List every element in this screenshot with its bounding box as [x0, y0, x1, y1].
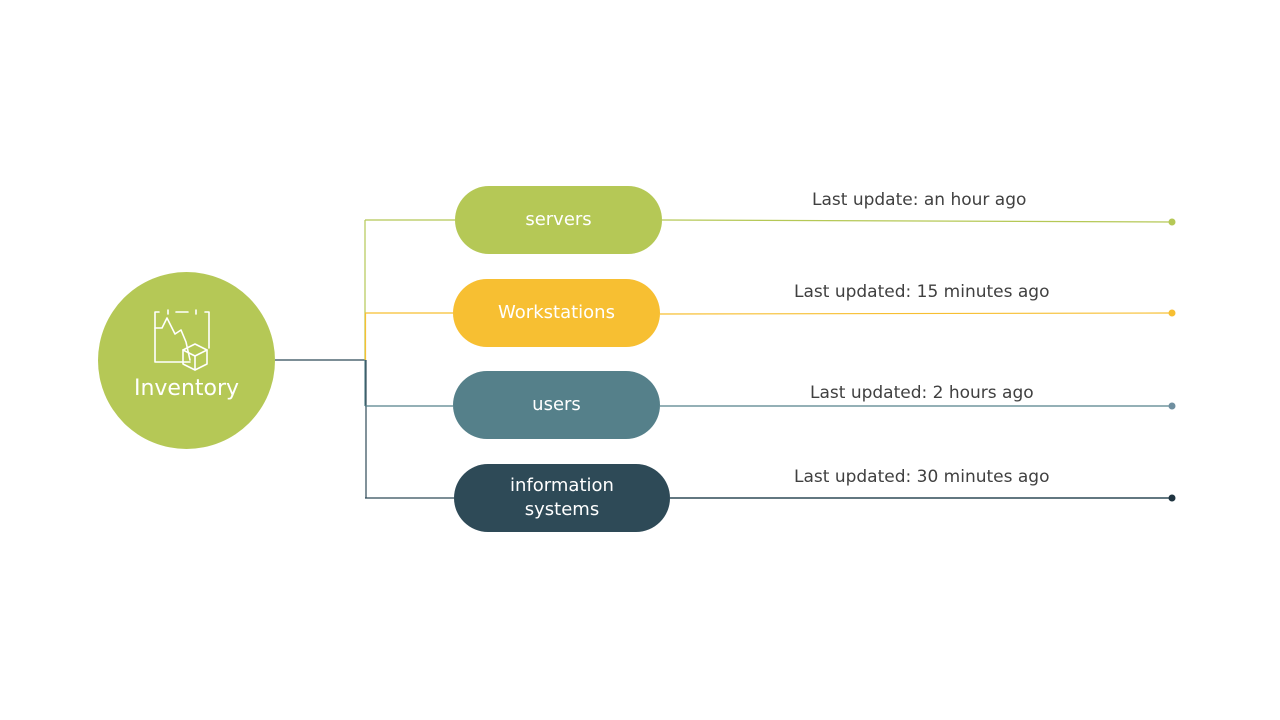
workstations-node[interactable]: Workstations [453, 279, 660, 347]
branch-workstations-end-dot [1168, 309, 1176, 317]
information-systems-label: information systems [510, 475, 614, 520]
information-systems-node[interactable]: information systems [454, 464, 670, 532]
information-systems-update-status: Last updated: 30 minutes ago [794, 467, 1050, 487]
users-update-status: Last updated: 2 hours ago [810, 383, 1034, 403]
workstations-label: Workstations [498, 302, 615, 323]
branch-users-end-dot [1168, 402, 1176, 410]
workstations-update-status: Last updated: 15 minutes ago [794, 282, 1050, 302]
branch-servers-end-dot [1168, 218, 1176, 226]
branch-infosys-end-dot [1168, 494, 1176, 502]
servers-update-status: Last update: an hour ago [812, 190, 1027, 210]
servers-label: servers [525, 209, 592, 230]
users-node[interactable]: users [453, 371, 660, 439]
branch-servers-right [661, 219, 1173, 223]
servers-node[interactable]: servers [455, 186, 662, 254]
users-label: users [532, 394, 581, 415]
inventory-hub[interactable]: Inventory [98, 272, 275, 449]
hub-label: Inventory [133, 376, 240, 401]
branch-workstations-right [659, 312, 1173, 315]
inventory-chart-box-icon [154, 309, 210, 371]
